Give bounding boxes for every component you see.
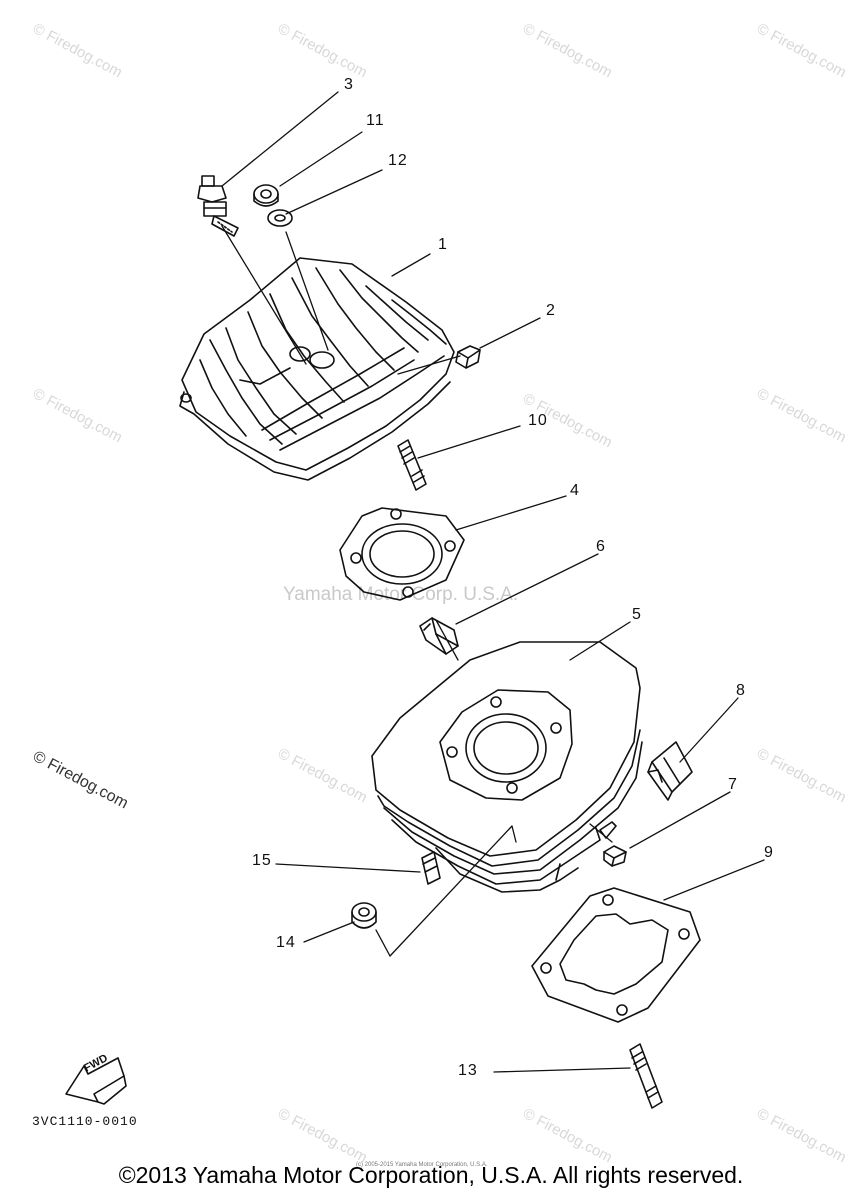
base-gasket-part <box>531 887 701 1023</box>
stud-bolt-part-10 <box>397 439 427 491</box>
part-code: 3VC1110-0010 <box>32 1114 138 1129</box>
callout-13: 13 <box>458 1062 478 1079</box>
callout-2: 2 <box>546 302 556 319</box>
spark-plug-part <box>197 175 239 237</box>
callout-6: 6 <box>596 538 606 555</box>
small-copyright-note: (c) 2005-2015 Yamaha Motor Corporation, … <box>356 1162 488 1168</box>
center-watermark: Yamaha Motor Corp. U.S.A. <box>283 584 519 605</box>
leader-lines <box>221 91 765 1073</box>
cylinder-part <box>371 641 643 893</box>
block-part-8 <box>647 741 693 801</box>
callout-3: 3 <box>344 76 354 93</box>
stud-bolt-part-13 <box>629 1043 663 1109</box>
callout-5: 5 <box>632 606 642 623</box>
callout-12: 12 <box>388 152 408 169</box>
callout-14: 14 <box>276 934 296 951</box>
washer-part <box>267 209 293 227</box>
collar-part-14 <box>351 902 377 929</box>
clip-part-6 <box>419 617 459 655</box>
callout-4: 4 <box>570 482 580 499</box>
callout-15: 15 <box>252 852 272 869</box>
callout-10: 10 <box>528 412 548 429</box>
nut-part <box>253 184 279 207</box>
fwd-arrow-icon <box>65 1057 127 1105</box>
callout-11: 11 <box>366 112 385 129</box>
callout-9: 9 <box>764 844 774 861</box>
head-gasket-part <box>339 507 465 601</box>
cap-part-2 <box>455 345 481 369</box>
cap-part-7 <box>603 845 627 867</box>
callout-1: 1 <box>438 236 448 253</box>
cylinder-head-part <box>179 257 455 481</box>
callout-8: 8 <box>736 682 746 699</box>
footer-copyright: ©2013 Yamaha Motor Corporation, U.S.A. A… <box>118 1162 744 1188</box>
callout-7: 7 <box>728 776 738 793</box>
dowel-pin-part-15 <box>421 851 441 885</box>
